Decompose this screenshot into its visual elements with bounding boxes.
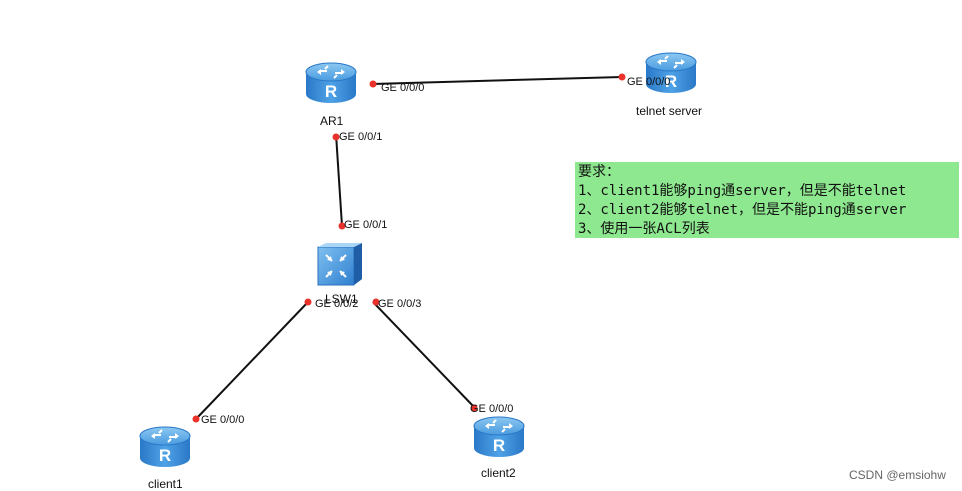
port-dot [304,298,312,306]
port-dot [470,404,478,412]
router-ar1-icon[interactable] [305,62,357,104]
link-ar1-lsw1 [335,133,343,227]
port-dot [369,80,377,88]
device-label-client1: client1 [148,477,183,491]
device-label-ar1: AR1 [320,114,344,128]
note-line-1: 1、client1能够ping通server，但是不能telnet [578,183,907,199]
switch-lsw1-icon[interactable] [317,243,362,286]
port-label-client2-g000: GE 0/0/0 [470,403,514,415]
device-label-client2: client2 [481,466,516,480]
port-label-client1-g000: GE 0/0/0 [201,414,245,426]
note-line-2: 2、client2能够telnet，但是不能ping通server [578,202,907,218]
router-client2-icon[interactable] [473,416,525,458]
port-dot [338,222,346,230]
port-dot [332,133,340,141]
link-lsw1-client1 [195,301,309,420]
port-dot [192,415,200,423]
requirements-note: 要求： 1、client1能够ping通server，但是不能telnet 2、… [575,162,959,238]
port-label-ar1-g000: GE 0/0/0 [381,82,425,94]
port-dot [372,298,380,306]
port-dot [618,73,626,81]
link-lsw1-client2 [372,301,476,409]
note-line-3: 3、使用一张ACL列表 [578,221,710,237]
port-label-lsw1-g003: GE 0/0/3 [378,298,422,310]
note-title: 要求： [578,164,620,180]
device-label-lsw1: LSW1 [325,292,358,306]
port-label-server-g000: GE 0/0/0 [627,76,671,88]
link-ar1-server [370,76,623,85]
watermark: CSDN @emsiohw [849,468,946,482]
router-client1-icon[interactable] [139,426,191,468]
port-label-ar1-g001: GE 0/0/1 [339,131,383,143]
device-label-telnet-server: telnet server [636,104,703,118]
port-label-lsw1-g002: GE 0/0/2 [315,298,359,310]
port-label-lsw1-g001: GE 0/0/1 [344,219,388,231]
